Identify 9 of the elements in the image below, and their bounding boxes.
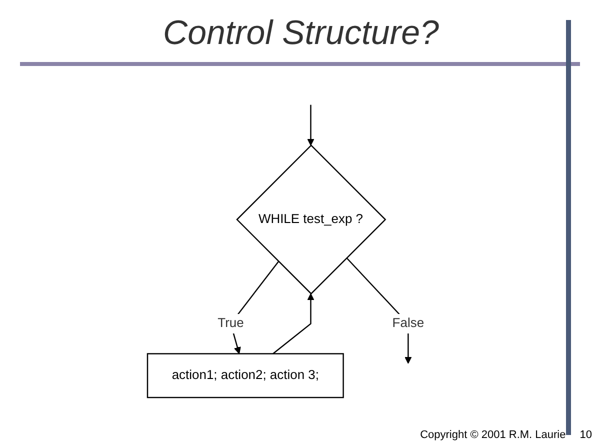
slide-title: Control Structure? bbox=[162, 14, 440, 53]
arrow bbox=[307, 104, 314, 146]
edge-label: False bbox=[392, 316, 424, 330]
node-diamond: WHILE test_exp ? bbox=[236, 144, 386, 295]
arrow bbox=[272, 293, 314, 354]
edge-label: True bbox=[218, 316, 244, 330]
copyright-note: Copyright © 2001 R.M. Laurie bbox=[420, 429, 566, 441]
page-number: 10 bbox=[580, 429, 592, 441]
node-box: action1; action2; action 3; bbox=[146, 353, 344, 398]
